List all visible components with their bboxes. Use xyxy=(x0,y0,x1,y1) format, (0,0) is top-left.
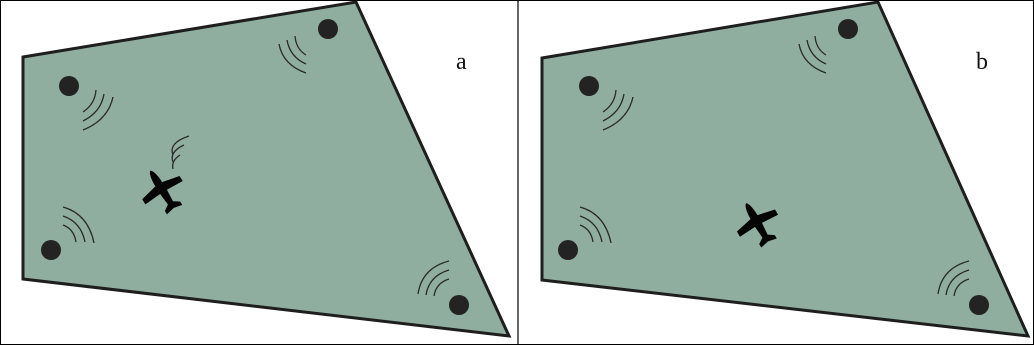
signal-wave-icon xyxy=(602,89,634,131)
panel-b-graphic xyxy=(540,0,1031,338)
sensor-node-b-3 xyxy=(558,206,612,260)
signal-wave-icon xyxy=(278,35,307,74)
sensor-node-a-1 xyxy=(59,76,114,131)
signal-wave-icon xyxy=(417,260,450,297)
signal-wave-icon xyxy=(62,206,95,244)
sensor-node-a-2 xyxy=(278,19,338,74)
aircraft-icon xyxy=(736,203,779,248)
signal-wave-icon xyxy=(579,206,612,244)
signal-wave-icon xyxy=(798,35,827,74)
sensor-node-b-4 xyxy=(937,260,989,315)
sensor-node-b-2 xyxy=(798,19,858,74)
panel-b: b xyxy=(517,0,1034,345)
coverage-region-b xyxy=(540,0,1031,338)
panel-a-graphic xyxy=(21,0,512,338)
sensor-node-b-1 xyxy=(579,76,634,131)
panel-a: a xyxy=(456,49,467,75)
aircraft-signal-wave-icon xyxy=(171,135,190,170)
panel-label-a: a xyxy=(456,49,467,75)
signal-wave-icon xyxy=(937,260,970,297)
sensor-node-a-4 xyxy=(417,260,469,315)
signal-wave-icon xyxy=(82,89,114,131)
aircraft-icon xyxy=(142,170,183,215)
panel-label-b: b xyxy=(976,49,988,75)
coverage-region-a xyxy=(21,0,512,338)
sensor-node-a-3 xyxy=(41,206,95,260)
